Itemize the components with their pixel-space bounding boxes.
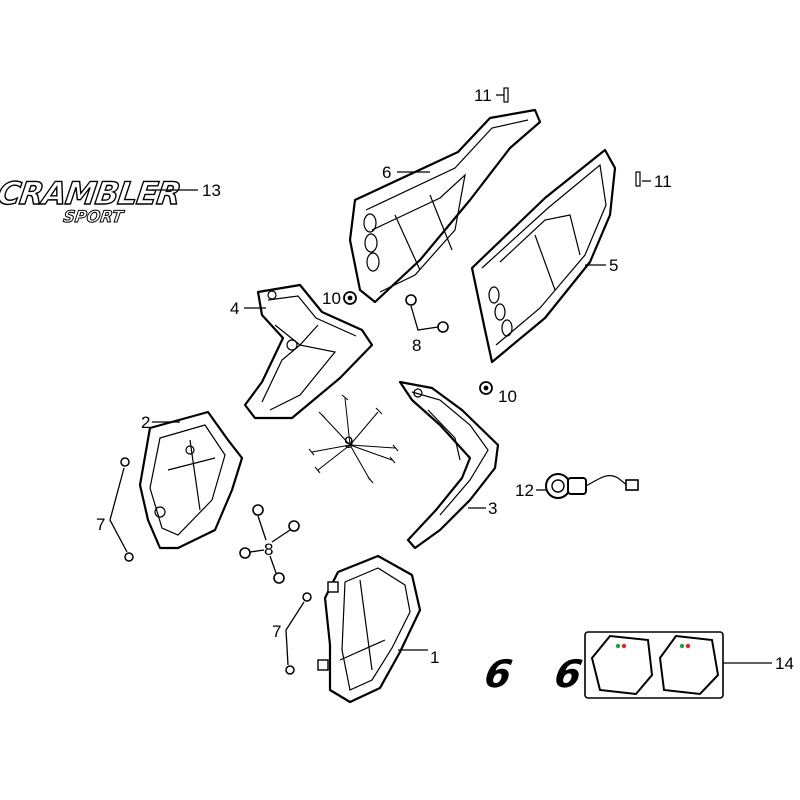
callout-9: 9 [344,433,353,452]
callout-7-lower: 7 [272,622,281,641]
logo-text-scrambler: SCRAMBLER [0,176,182,212]
grommet-part-8-lower [239,504,300,584]
nut-part-10-lower [479,381,493,395]
number-decal-right: 6 [551,634,720,697]
bolt-part-7-left [109,457,134,562]
bolt-part-7-lower [285,592,312,675]
connector-part-12 [545,473,639,499]
logo-text-sport: SPORT [62,207,126,226]
decal-number-left: 6 [481,652,515,697]
pin-part-11-right [635,171,651,187]
side-panel-part-5 [470,148,617,364]
callout-4: 4 [230,299,239,318]
scrambler-sport-logo-decal: SCRAMBLER SPORT [0,175,183,226]
callout-13: 13 [202,181,221,200]
callout-12: 12 [515,481,534,500]
callout-6: 6 [382,163,391,182]
lower-cover-part-1 [317,554,422,704]
callout-1: 1 [430,648,439,667]
nut-part-10-upper [343,291,357,305]
callout-2: 2 [141,413,150,432]
number-plate-decal-set-part-14: 6 6 [481,631,724,699]
callout-11-top: 11 [474,86,492,105]
callout-11-right: 11 [654,172,672,191]
grommet-part-8-upper [405,294,449,333]
pin-part-11-top [496,87,509,103]
number-decal-left: 6 [481,634,654,697]
screw-set-part-9 [308,394,399,484]
curved-bracket-part-3 [398,380,500,550]
decal-number-right: 6 [551,652,585,697]
callout-8-upper: 8 [412,336,421,355]
bracket-frame-part-4 [243,283,374,420]
callout-10-lower: 10 [498,387,517,406]
lower-cover-part-2 [138,410,244,550]
callout-10-upper: 10 [322,289,341,308]
callout-5: 5 [609,256,618,275]
callout-8-lower: 8 [264,540,273,559]
callout-3: 3 [488,499,497,518]
callout-14: 14 [775,654,794,673]
callout-7-left: 7 [96,515,105,534]
side-panel-part-6 [348,108,542,304]
